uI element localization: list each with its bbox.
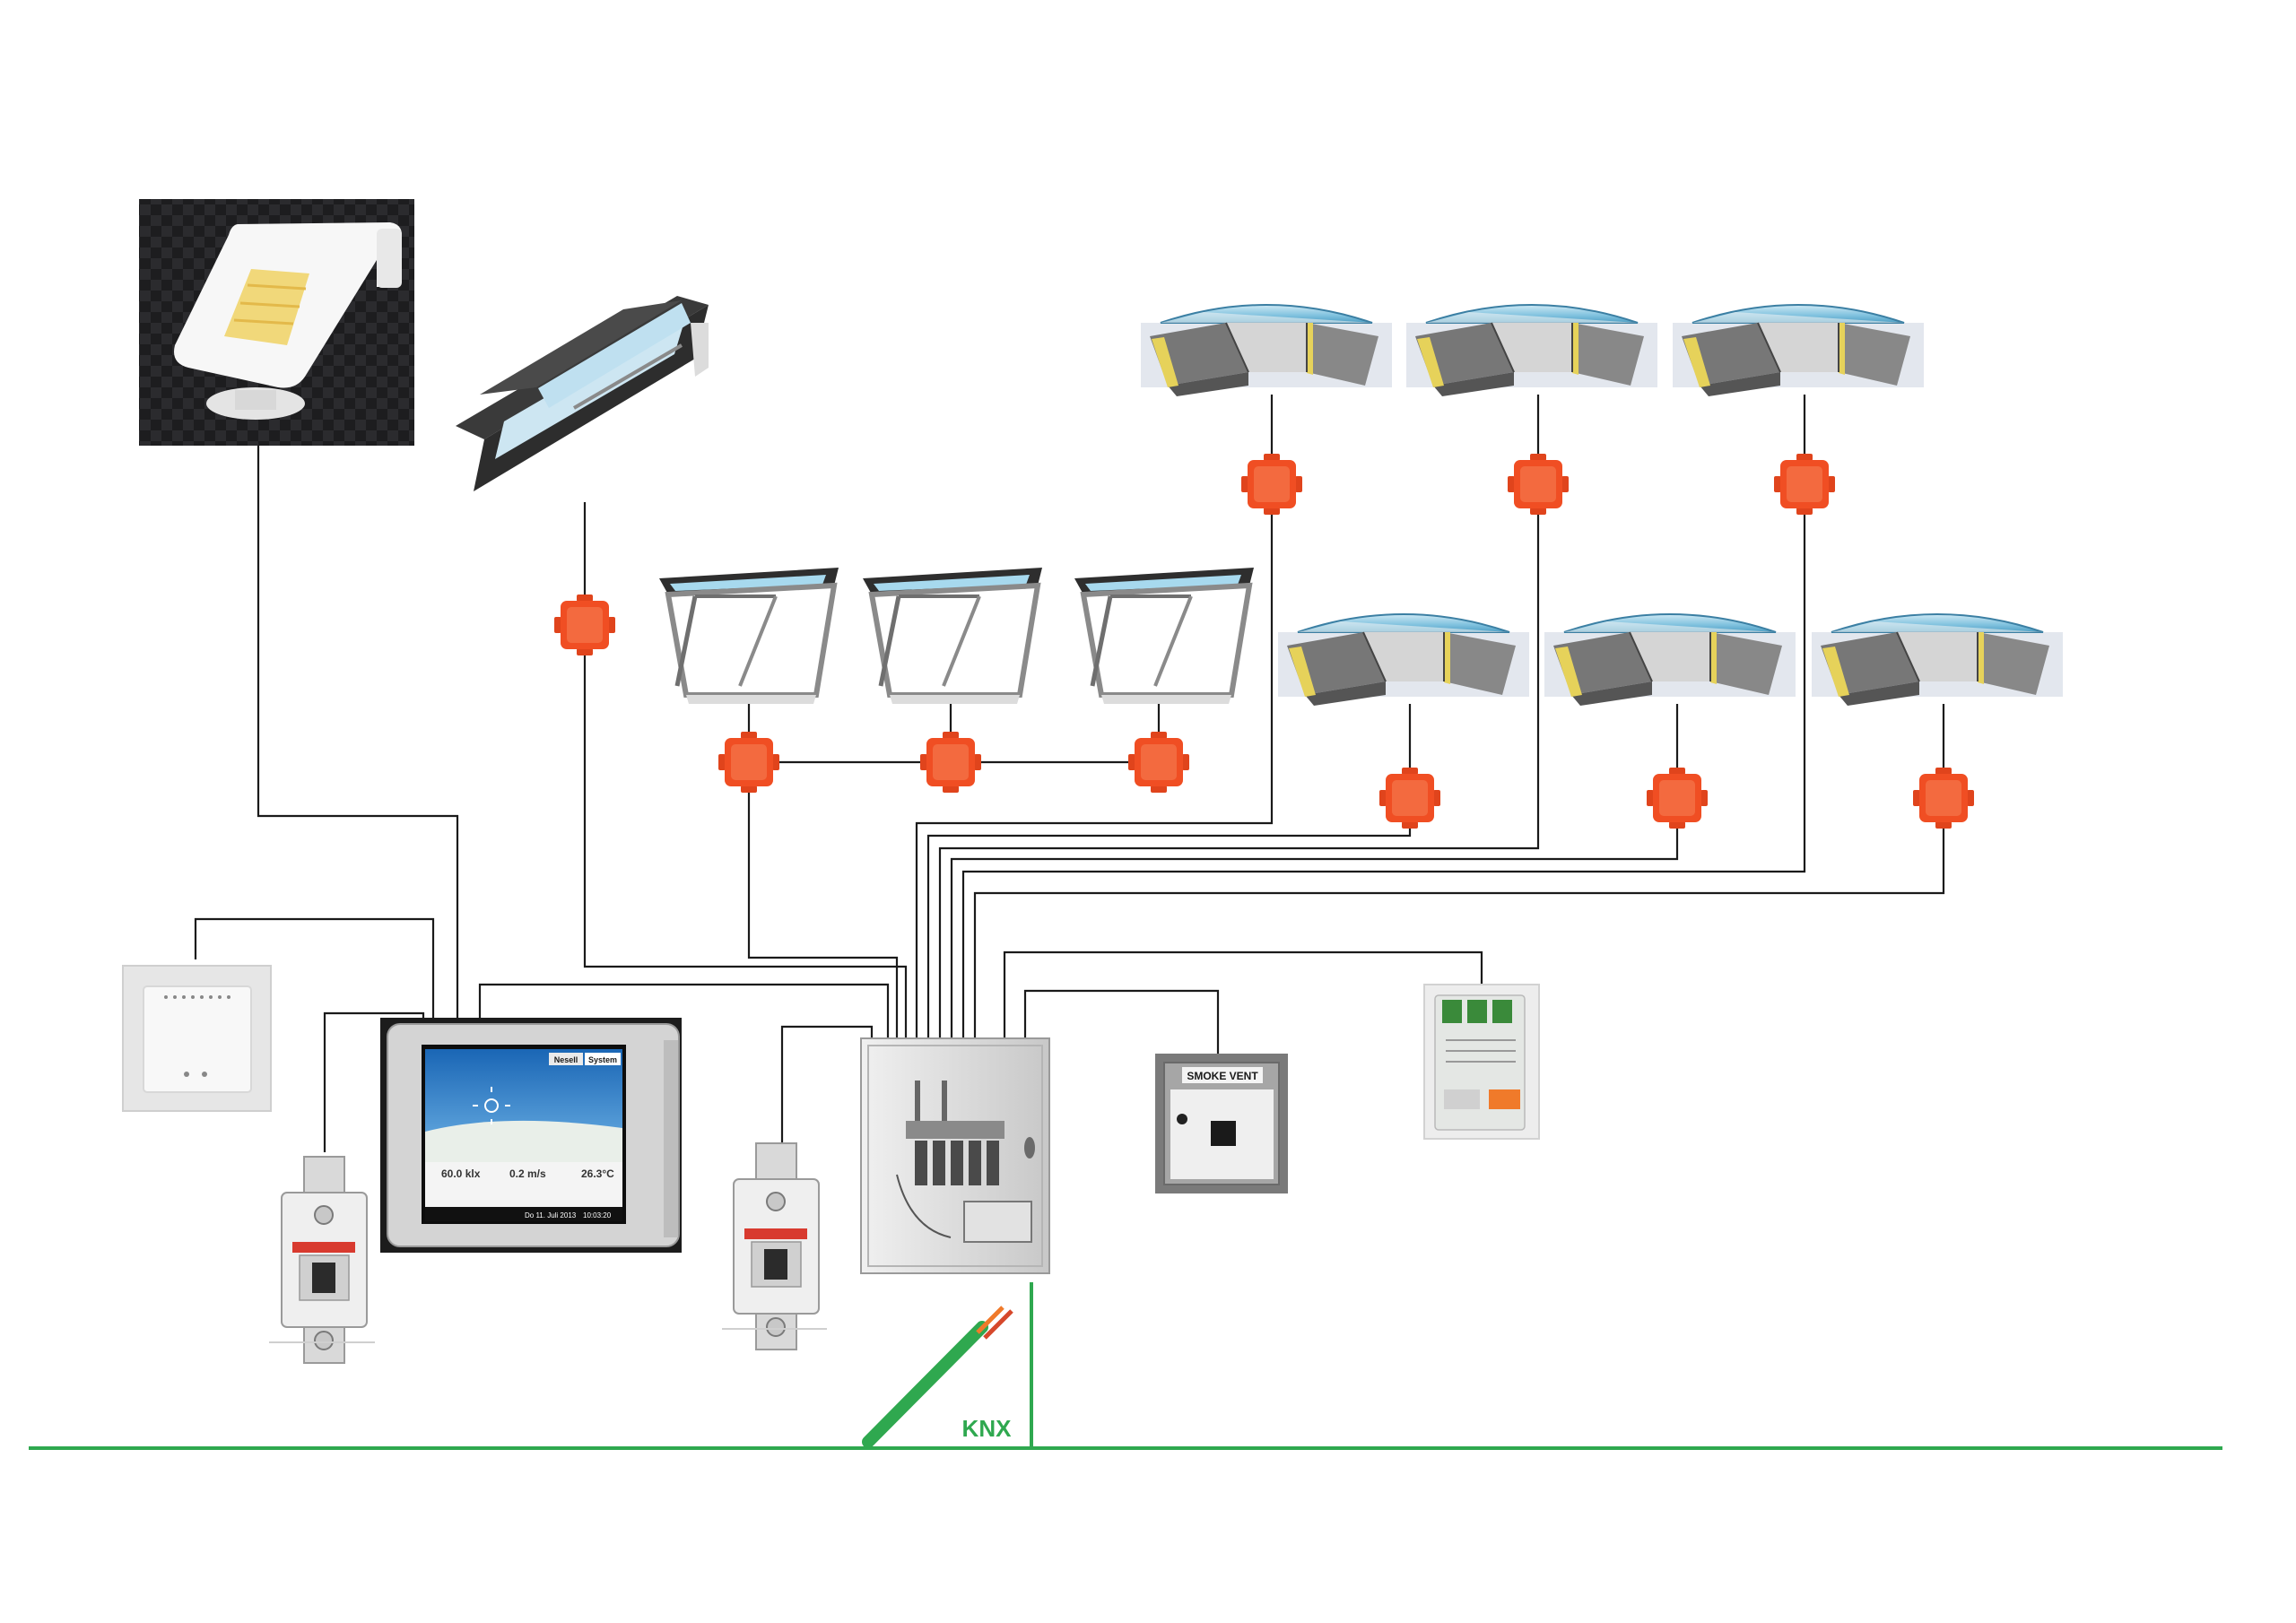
display-tab-1: Nesell	[554, 1055, 578, 1064]
junction-box-icon	[1128, 732, 1189, 793]
junction-box-icon	[1913, 768, 1974, 829]
junction-box-icon	[718, 732, 779, 793]
control-cabinet-icon	[860, 1037, 1050, 1274]
touch-display-icon: Nesell System 60.0 klx 0.2 m/s 26.3°C Do…	[380, 1018, 682, 1253]
circuit-breaker-icon	[281, 1156, 368, 1364]
flat-roof-window-icon	[1074, 568, 1254, 704]
wiring	[194, 395, 1945, 1152]
dome-skylight-icon	[1140, 304, 1393, 397]
room-sensor-icon	[122, 965, 272, 1112]
knx-cable-icon	[862, 1306, 1013, 1448]
dome-skylight-icon	[1277, 613, 1530, 707]
flat-roof-window-icon	[659, 568, 839, 704]
dome-skylight-icon	[1544, 613, 1796, 707]
roof-window-icon	[456, 296, 709, 491]
display-wind-value: 0.2 m/s	[509, 1167, 546, 1180]
junction-box-icon	[1647, 768, 1708, 829]
junction-box-icon	[1508, 454, 1569, 515]
flat-roof-window-icon	[863, 568, 1042, 704]
smoke-vent-button-icon: SMOKE VENT	[1155, 1054, 1288, 1193]
dome-skylight-icon	[1672, 304, 1925, 397]
display-date: Do 11. Juli 2013	[525, 1211, 577, 1219]
knx-logo-label: KNX	[962, 1415, 1013, 1442]
junction-box-icon	[1774, 454, 1835, 515]
junction-box-icon	[1379, 768, 1440, 829]
display-lux-value: 60.0 klx	[441, 1167, 481, 1180]
dome-skylight-icon	[1405, 304, 1658, 397]
knx-bus: KNX	[29, 1282, 2222, 1450]
knx-module-icon	[1423, 984, 1540, 1140]
junction-box-icon	[920, 732, 981, 793]
dome-skylight-icon	[1811, 613, 2064, 707]
junction-box-icon	[1241, 454, 1302, 515]
weather-station-icon	[139, 199, 414, 446]
display-tab-2: System	[588, 1055, 617, 1064]
display-temp-value: 26.3°C	[581, 1167, 614, 1180]
circuit-breaker-icon	[733, 1142, 820, 1350]
display-time: 10:03:20	[583, 1211, 612, 1219]
junction-box-icon	[554, 595, 615, 655]
smoke-vent-label: SMOKE VENT	[1187, 1070, 1258, 1082]
